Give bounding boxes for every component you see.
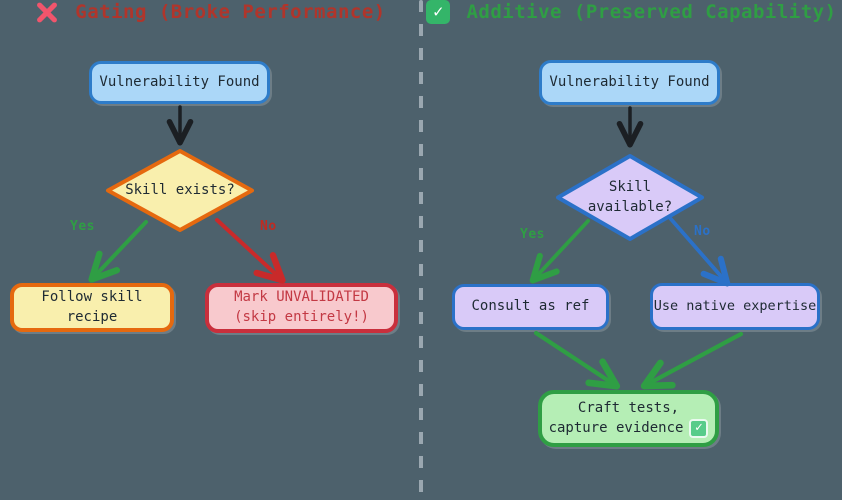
left-start-label: Vulnerability Found: [99, 73, 260, 90]
left-no-result-node: Mark UNVALIDATED (skip entirely!): [205, 283, 398, 333]
panel-divider: [419, 0, 423, 500]
right-start-label: Vulnerability Found: [549, 73, 710, 90]
checked-checkbox-icon: [689, 418, 709, 438]
right-merge-node: Craft tests, capture evidence: [538, 390, 719, 447]
right-title-text: Additive (Preserved Capability): [466, 1, 837, 23]
left-start-node: Vulnerability Found: [89, 61, 270, 104]
right-no-result-label: Use native expertise: [653, 298, 817, 315]
left-yes-label: Yes: [70, 219, 95, 234]
left-title-text: Gating (Broke Performance): [75, 1, 386, 23]
right-yes-result-label: Consult as ref: [471, 298, 590, 315]
diamond-shape: [106, 149, 254, 232]
left-no-result-line1: Mark UNVALIDATED: [234, 289, 369, 306]
right-merge-line2-row: capture evidence: [548, 418, 709, 439]
left-yes-result-line1: Follow skill: [41, 288, 143, 305]
right-decision-line1: Skill: [608, 178, 652, 195]
right-panel-title: Additive (Preserved Capability): [421, 0, 842, 24]
left-no-result-line2: (skip entirely!): [234, 309, 369, 325]
right-decision-line2: available?: [587, 198, 673, 215]
right-decision-node: Skill available?: [554, 153, 706, 242]
left-no-label: No: [260, 219, 277, 234]
right-no-result-node: Use native expertise: [650, 283, 820, 330]
cross-mark-icon: [35, 0, 59, 24]
right-merge-line2: capture evidence: [548, 419, 684, 436]
left-panel-title: Gating (Broke Performance): [0, 0, 421, 24]
left-decision-node: Skill exists?: [104, 148, 256, 233]
right-no-label: No: [694, 224, 711, 239]
left-decision-label: Skill exists?: [125, 181, 235, 198]
right-yes-result-node: Consult as ref: [452, 284, 609, 330]
diamond-shape: [556, 154, 704, 241]
left-yes-result-node: Follow skill recipe: [10, 283, 174, 332]
right-start-node: Vulnerability Found: [539, 60, 720, 105]
right-decision-label: Skill available?: [554, 153, 706, 242]
left-yes-result-line2: recipe: [66, 308, 118, 325]
check-mark-icon: [426, 0, 451, 24]
right-merge-line1: Craft tests,: [577, 399, 680, 416]
right-yes-label: Yes: [520, 227, 545, 242]
